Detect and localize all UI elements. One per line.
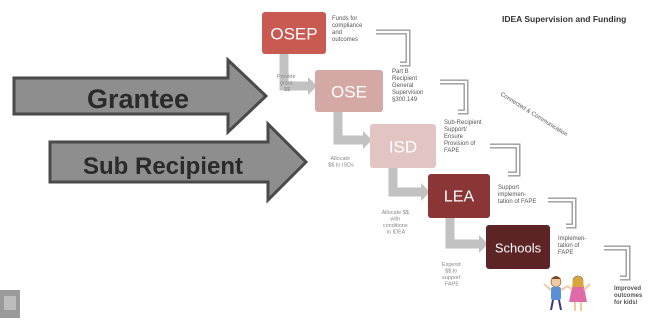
lea-box — [428, 174, 490, 218]
ose-caption: Allocate $$ to ISDs — [328, 156, 354, 169]
feedback-connector — [604, 246, 630, 280]
note-lea: Support implemen- tation of FAPE — [498, 185, 536, 205]
feedback-connector — [440, 80, 468, 114]
feedback-connector — [376, 29, 411, 67]
sub-recipient-label: Sub Recipient — [83, 153, 243, 180]
caption-isd: Allocate $$ with conditions in IDEA — [382, 210, 411, 236]
feedback-connector — [548, 197, 577, 229]
lea-caption: Expend $$ to support FAPE — [442, 262, 462, 288]
step-connector-head — [363, 131, 372, 149]
feedback-connector — [376, 30, 410, 66]
step-connector — [333, 112, 363, 145]
lea-note: Support implemen- tation of FAPE — [498, 185, 536, 205]
corner-thumbnail — [0, 290, 20, 318]
level-box-schools: Schools — [486, 225, 550, 269]
caption-lea: Expend $$ to support FAPE — [442, 262, 462, 288]
feedback-connector — [490, 144, 520, 176]
sub-recipient-arrow-shape — [48, 120, 309, 204]
grantee-arrow-shape — [12, 56, 269, 136]
caption-osep: Provide grant $$ — [277, 74, 297, 93]
note-schools: Implemen- tation of FAPE — [558, 236, 588, 256]
step-connector — [388, 168, 421, 197]
isd-label: ISD — [389, 138, 417, 157]
osep-box — [262, 12, 326, 54]
level-box-ose: OSE — [315, 70, 383, 112]
osep-caption: Provide grant $$ — [277, 74, 297, 93]
sub-recipient-arrow: Sub Recipient — [48, 120, 309, 204]
ose-label: OSE — [331, 83, 367, 102]
final-outcome-note: Improved outcomes for kids! — [614, 286, 644, 306]
isd-caption: Allocate $$ with conditions in IDEA — [382, 210, 411, 236]
feedback-connector — [440, 79, 469, 115]
ose-note: Part B Recipient General Supervision §30… — [392, 69, 425, 103]
note-osep: Funds for compliance and outcomes — [332, 16, 364, 43]
level-box-isd: ISD — [370, 124, 436, 168]
feedback-connector — [490, 143, 521, 177]
isd-box — [370, 124, 436, 168]
kids-illustration — [543, 275, 591, 311]
diagonal-label: Connected & Communication — [499, 92, 568, 138]
step-connector-head — [421, 183, 430, 201]
level-box-lea: LEA — [428, 174, 490, 218]
isd-note: Sub-Recipient Support/ Ensure Provision … — [444, 120, 483, 154]
step-connector — [445, 218, 479, 249]
corner-thumbnail-inner — [4, 296, 16, 310]
osep-note: Funds for compliance and outcomes — [332, 16, 364, 43]
ose-box — [315, 70, 383, 112]
grantee-label: Grantee — [87, 84, 189, 114]
page-title: IDEA Supervision and Funding — [502, 14, 627, 24]
final-note: Improved outcomes for kids! — [614, 286, 644, 306]
grantee-arrow: Grantee — [12, 56, 269, 136]
lea-label: LEA — [444, 189, 475, 206]
level-box-osep: OSEP — [262, 12, 326, 54]
note-ose: Part B Recipient General Supervision §30… — [392, 69, 425, 103]
note-isd: Sub-Recipient Support/ Ensure Provision … — [444, 120, 483, 154]
schools-note: Implemen- tation of FAPE — [558, 236, 588, 256]
schools-box — [486, 225, 550, 269]
caption-ose: Allocate $$ to ISDs — [328, 156, 354, 169]
schools-label: Schools — [495, 241, 542, 256]
step-connectors — [279, 54, 488, 253]
feedback-connectors — [376, 29, 631, 281]
step-connector — [279, 54, 308, 91]
feedback-connector — [604, 245, 631, 281]
step-connector-head — [479, 235, 488, 253]
step-connector-head — [308, 77, 317, 95]
feedback-connector — [548, 198, 576, 228]
osep-label: OSEP — [270, 25, 317, 44]
